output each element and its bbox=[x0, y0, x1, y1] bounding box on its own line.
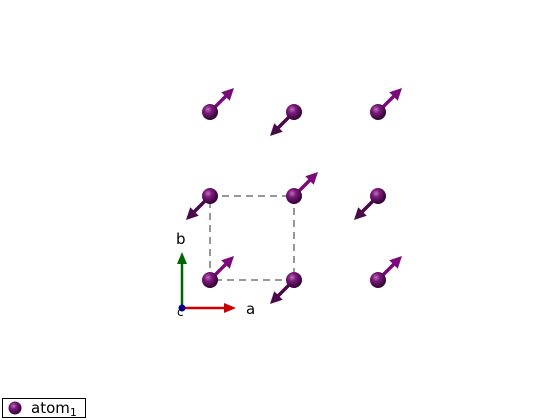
atom-sphere bbox=[202, 272, 218, 288]
b-axis-label: b bbox=[176, 230, 186, 248]
atom-sphere bbox=[370, 188, 386, 204]
atom-sphere bbox=[370, 272, 386, 288]
atom-sphere bbox=[202, 104, 218, 120]
c-axis-label: c bbox=[177, 305, 184, 319]
legend-label: atom1 bbox=[31, 399, 77, 419]
atom-sphere bbox=[286, 104, 302, 120]
atom-sphere bbox=[370, 104, 386, 120]
axis-triad: a b c bbox=[176, 230, 255, 319]
atom-sphere bbox=[286, 188, 302, 204]
atom-sphere bbox=[202, 188, 218, 204]
legend: atom1 bbox=[2, 398, 86, 419]
a-axis-arrowhead bbox=[224, 303, 236, 313]
sphere-icon bbox=[8, 401, 22, 415]
legend-subscript: 1 bbox=[69, 406, 77, 419]
b-axis-arrowhead bbox=[177, 252, 187, 264]
c-axis-marker bbox=[178, 304, 186, 312]
unit-cell-outline bbox=[209, 195, 295, 281]
spin-arrows bbox=[186, 88, 402, 304]
atom-sphere bbox=[286, 272, 302, 288]
a-axis-label: a bbox=[246, 300, 255, 318]
atoms bbox=[202, 104, 386, 288]
